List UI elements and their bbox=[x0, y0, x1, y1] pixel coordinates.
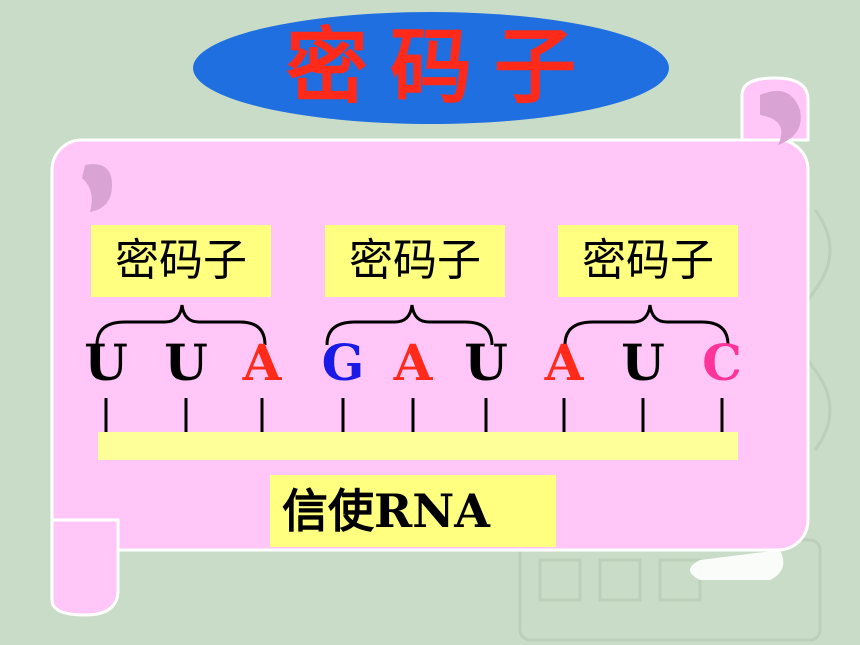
base-8: U bbox=[621, 333, 665, 392]
base-ticks bbox=[104, 398, 724, 432]
slide-title: 密码子 bbox=[285, 20, 598, 115]
title-oval: 密码子 bbox=[193, 12, 669, 124]
base-3: A bbox=[242, 333, 282, 392]
mrna-label: 信使RNA bbox=[270, 475, 556, 547]
codon-brace-3 bbox=[563, 304, 730, 346]
codon-brace-2 bbox=[325, 304, 494, 346]
base-7: A bbox=[544, 333, 584, 392]
codon-label-3: 密码子 bbox=[558, 225, 738, 297]
base-9: C bbox=[702, 333, 742, 392]
codon-braces bbox=[95, 304, 730, 346]
codon-label-1: 密码子 bbox=[91, 225, 271, 297]
base-2: U bbox=[164, 333, 208, 392]
codon-label-2: 密码子 bbox=[325, 225, 505, 297]
base-5: A bbox=[393, 333, 433, 392]
base-1: U bbox=[84, 333, 128, 392]
mrna-strand bbox=[98, 432, 738, 460]
base-4: G bbox=[321, 333, 365, 392]
base-6: U bbox=[464, 333, 508, 392]
codon-brace-1 bbox=[95, 304, 267, 346]
